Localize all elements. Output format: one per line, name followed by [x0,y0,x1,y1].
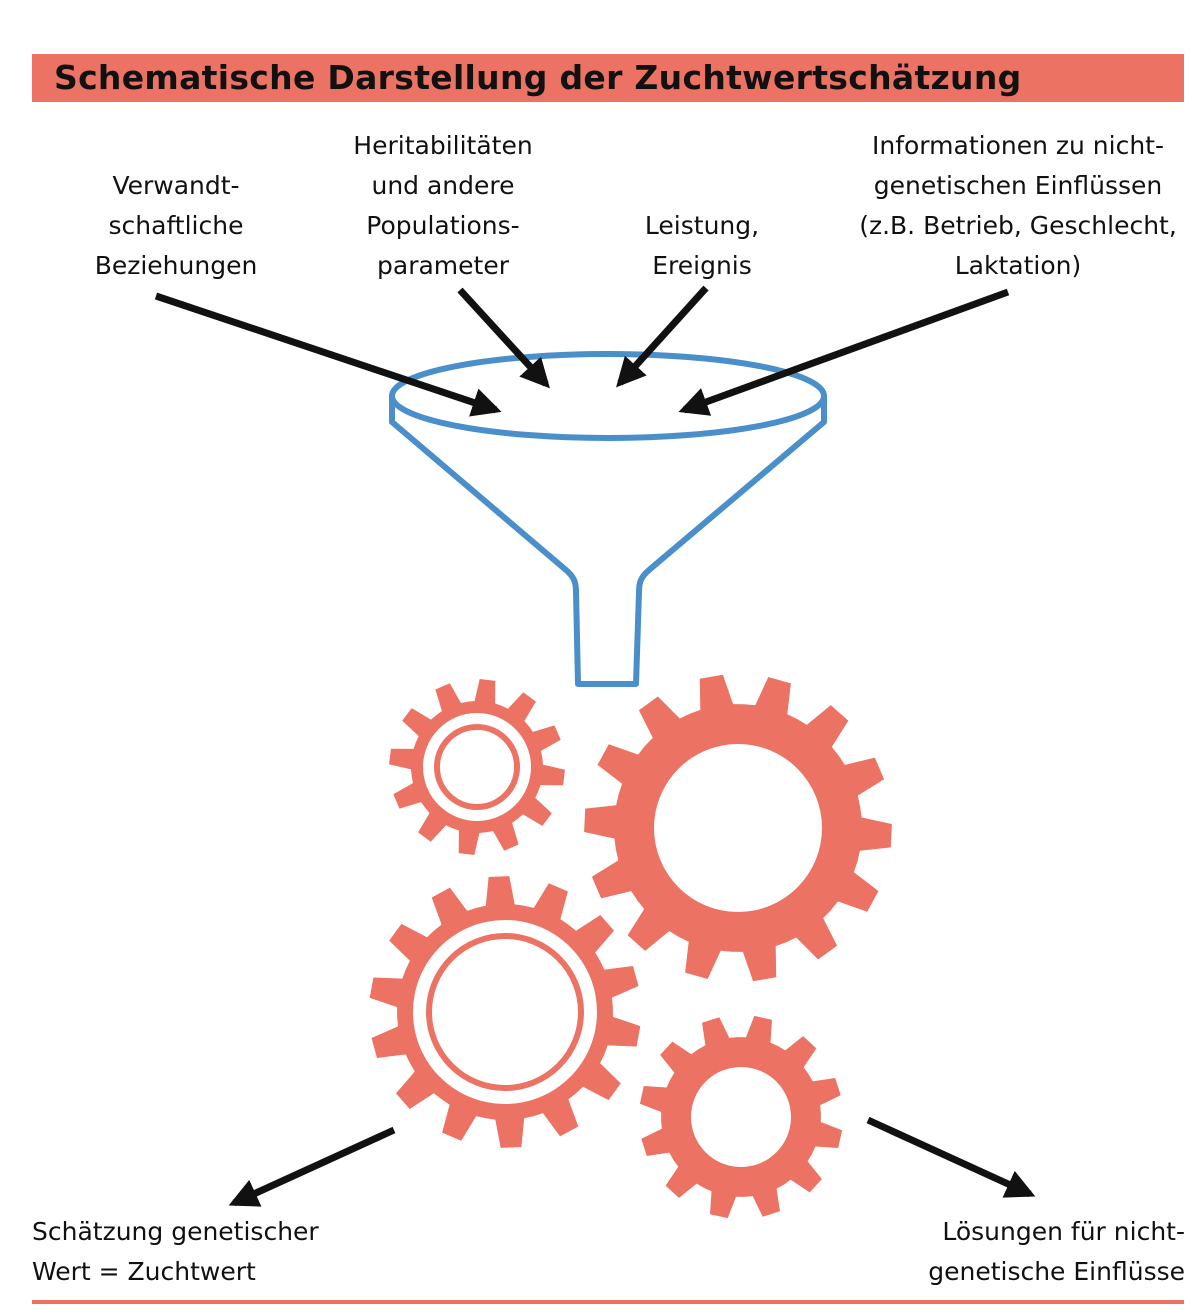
arrow-non-genetic-solutions [866,1116,1036,1198]
gear-mid-left-hole [413,920,597,1104]
label-kinship: Verwandt- schaftliche Beziehungen [95,166,258,286]
label-non-genetic-info: Informationen zu nicht- genetischen Einf… [859,126,1177,286]
funnel-icon [389,351,827,687]
label-line: Lösungen für nicht- [942,1217,1185,1246]
label-non-genetic-solutions: Lösungen für nicht- genetische Einflüsse [928,1212,1185,1292]
label-line: Informationen zu nicht- [871,131,1165,160]
label-line: Heritabilitäten [353,131,533,160]
gear-mid-left-ring [426,933,584,1091]
label-line: Ereignis [652,251,752,280]
label-line: parameter [377,251,509,280]
gears-icon [369,674,892,1219]
arrow-performance [616,285,709,388]
label-heritability: Heritabilitäten und andere Populations- … [353,126,532,286]
gear-small-bottom-hole [691,1067,791,1167]
gear-large-hole [654,744,822,912]
label-line: schaftliche [108,211,244,240]
label-line: (z.B. Betrieb, Geschlecht, [859,211,1177,240]
label-line: Schätzung genetischer [32,1217,319,1246]
title-bar: Schematische Darstellung der Zuchtwertsc… [32,54,1184,102]
label-line: Wert = Zuchtwert [32,1257,256,1286]
label-line: Verwandt- [112,171,240,200]
page-title: Schematische Darstellung der Zuchtwertsc… [54,58,1022,97]
label-line: Beziehungen [94,251,258,280]
label-breeding-value: Schätzung genetischer Wert = Zuchtwert [32,1212,319,1292]
arrow-heritability [457,287,550,389]
bottom-rule [32,1300,1184,1304]
label-line: Laktation) [954,251,1082,280]
arrow-breeding-value [228,1126,396,1207]
label-line: genetischen Einflüssen [873,171,1163,200]
label-line: Populations- [366,211,520,240]
arrow-kinship [154,292,502,417]
arrow-non-genetic-info [678,288,1010,416]
label-line: und andere [371,171,515,200]
label-line: genetische Einflüsse [928,1257,1185,1286]
label-performance: Leistung, Ereignis [645,206,759,286]
gear-small-top-ring [434,724,520,810]
label-line: Leistung, [644,211,760,240]
